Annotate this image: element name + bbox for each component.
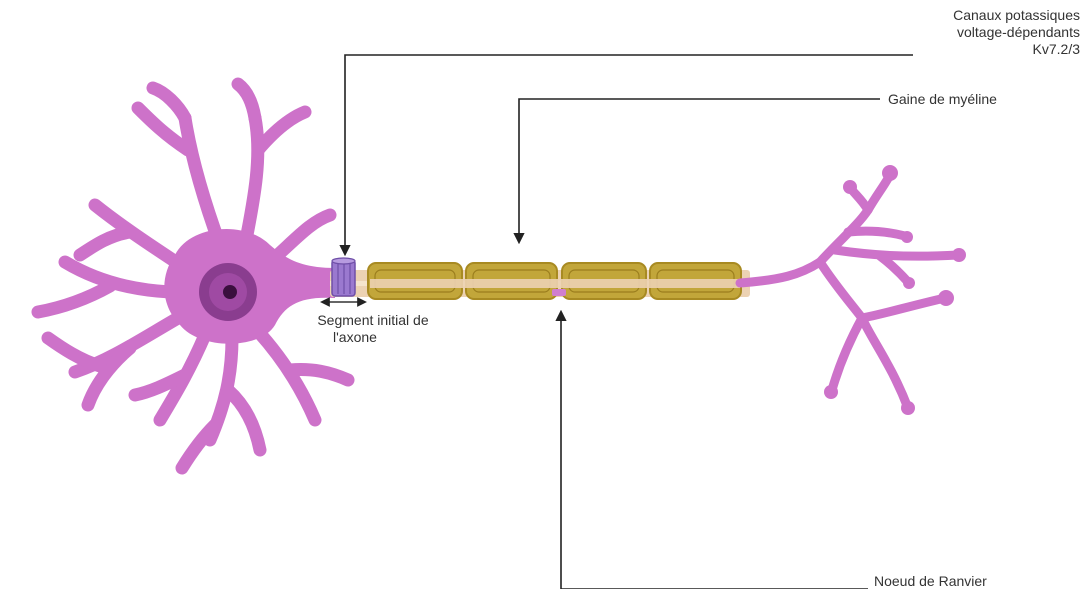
kv-channel (332, 258, 355, 296)
node-of-ranvier-label: Noeud de Ranvier (874, 573, 987, 590)
dendrite-bottom-mid-branch-2 (182, 425, 215, 468)
axon-initial-segment-label: Segment initial de l'axone (293, 312, 453, 346)
dendrite-left (65, 262, 170, 292)
kv-channels-label-line-1: Canaux potassiques (880, 7, 1080, 24)
dendrite-upper-2-branch (258, 112, 305, 150)
axon-initial-segment-label-line-1: Segment initial de (293, 312, 453, 329)
dendrite-left-upper-branch (80, 232, 130, 255)
node-of-ranvier (552, 289, 566, 296)
kv-channels-label-line-2: voltage-dépendants (880, 24, 1080, 41)
dendrite-upper-2 (245, 118, 258, 245)
axon-initial-segment-label-line-2: l'axone (293, 329, 453, 346)
myelin-sheath-callout-line (519, 99, 880, 242)
kv-channels-label: Canaux potassiques voltage-dépendants Kv… (880, 7, 1080, 58)
node-of-ranvier-callout-line (561, 312, 868, 589)
dendrite-left-lower-branch-2 (48, 338, 100, 366)
nucleolus (223, 285, 237, 299)
dendrite-upper-2-tip (238, 84, 255, 118)
kv-channels-callout-line (345, 55, 913, 254)
dendrite-bottom-mid-branch (228, 390, 260, 450)
dendrite-left-branch (38, 286, 110, 312)
dendrite-upper-1-tip (153, 88, 185, 118)
dendrite-upper-1 (185, 118, 220, 245)
axon-terminal (740, 175, 958, 408)
kv-channels-label-line-3: Kv7.2/3 (880, 41, 1080, 58)
myelin-sheath-label: Gaine de myéline (888, 91, 997, 108)
